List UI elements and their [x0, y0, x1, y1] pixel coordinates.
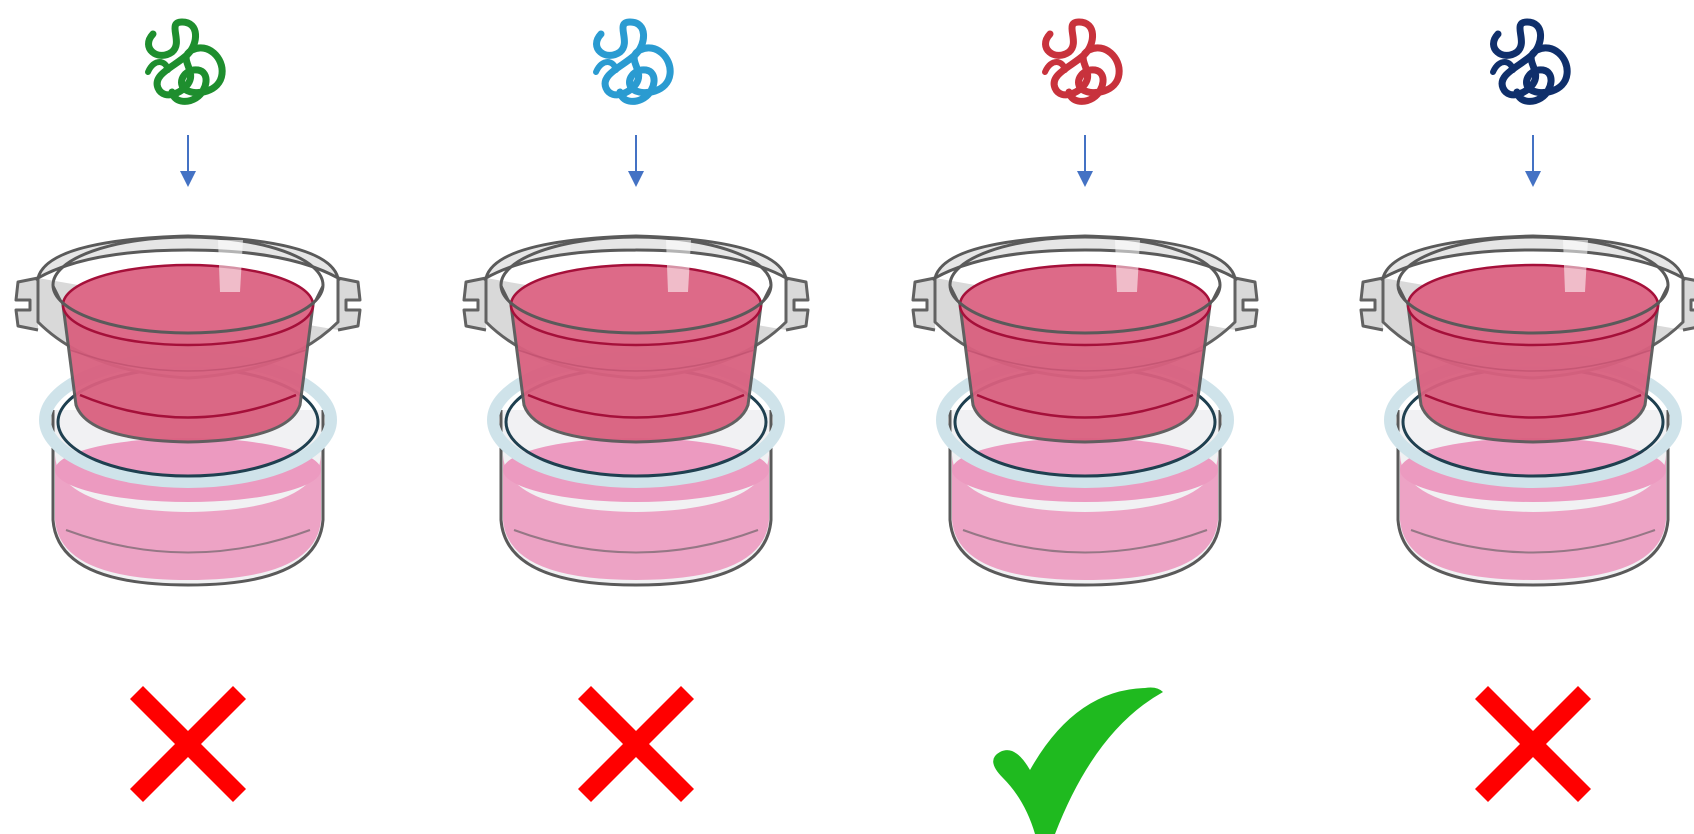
- column-2: [464, 22, 808, 802]
- check-shape: [993, 688, 1163, 834]
- down-arrow-icon: [180, 135, 196, 187]
- arrow-head: [1525, 171, 1541, 187]
- column-1: [16, 22, 360, 802]
- squiggle-protein-icon: [148, 22, 222, 101]
- arrow-head: [1077, 171, 1093, 187]
- cross-shape: [578, 686, 694, 802]
- transwell-insert-icon: [16, 236, 360, 585]
- transwell-insert-icon: [913, 236, 1257, 585]
- transwell-insert-icon: [1361, 236, 1694, 585]
- arrow-head: [628, 171, 644, 187]
- insert-glare: [1115, 240, 1140, 292]
- arrow-head: [180, 171, 196, 187]
- cross-shape: [1475, 686, 1591, 802]
- insert-glare: [1563, 240, 1588, 292]
- squiggle-protein-icon: [1493, 22, 1567, 101]
- column-3: [913, 22, 1257, 834]
- check-mark-icon: [993, 688, 1163, 834]
- transwell-insert-icon: [464, 236, 808, 585]
- cross-mark-icon: [130, 686, 246, 802]
- down-arrow-icon: [628, 135, 644, 187]
- cross-mark-icon: [578, 686, 694, 802]
- down-arrow-icon: [1077, 135, 1093, 187]
- cross-mark-icon: [1475, 686, 1591, 802]
- squiggle-protein-icon: [596, 22, 670, 101]
- insert-glare: [666, 240, 691, 292]
- squiggle-protein-icon: [1045, 22, 1119, 101]
- column-4: [1361, 22, 1694, 802]
- down-arrow-icon: [1525, 135, 1541, 187]
- cross-shape: [130, 686, 246, 802]
- insert-glare: [218, 240, 243, 292]
